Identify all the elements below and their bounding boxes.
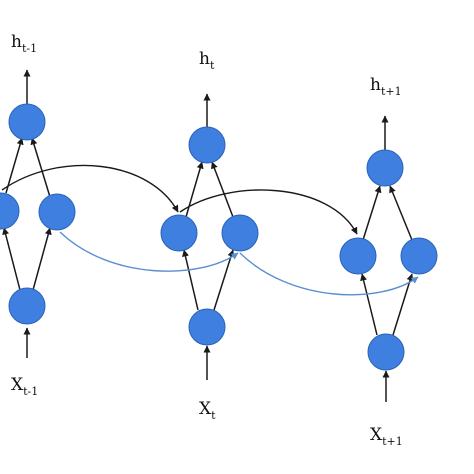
recurrent-arrow-blue-t-to-t-plus-1 <box>239 252 419 296</box>
node-gate-right-t-minus-1 <box>38 193 76 231</box>
label-h-t-minus-1: ht-1 <box>11 32 37 55</box>
arrow-gate-right-to-top-t-plus-1 <box>389 185 413 241</box>
arrow-gate-right-to-top-t-minus-1 <box>30 137 51 198</box>
node-top-t-plus-1 <box>366 149 404 187</box>
label-x-t-plus-1: Xt+1 <box>370 425 403 448</box>
recurrent-arrow-black-t-minus-1-to-t <box>1 164 179 213</box>
node-gate-right-t <box>221 214 259 252</box>
node-gate-left-t-minus-1 <box>0 192 20 230</box>
timestep-t: ht Xt <box>160 49 259 422</box>
recurrent-arrow-blue-t-minus-1-to-t <box>59 231 239 272</box>
node-input-t-minus-1 <box>8 287 46 325</box>
label-h-t: ht <box>199 49 215 72</box>
arrow-gate-left-to-top-t-minus-1 <box>5 137 24 194</box>
arrow-gate-left-to-top-t-plus-1 <box>362 185 382 241</box>
arrow-x-to-gate-right-t-plus-1 <box>392 273 414 336</box>
arrow-gate-right-to-top-t <box>211 161 234 218</box>
timestep-t-minus-1: ht-1 Xt-1 <box>0 32 76 398</box>
label-x-t-minus-1: Xt-1 <box>11 375 38 398</box>
arrow-x-to-gate-left-t-minus-1 <box>2 227 21 291</box>
arrow-x-to-gate-right-t-minus-1 <box>32 227 52 291</box>
node-input-t <box>188 308 226 346</box>
recurrent-arrow-black-t-to-t-plus-1 <box>179 189 358 235</box>
label-x-t: Xt <box>199 399 216 422</box>
node-input-t-plus-1 <box>367 333 405 371</box>
arrow-x-to-gate-right-t <box>213 249 235 311</box>
node-top-t-minus-1 <box>8 103 46 141</box>
arrow-gate-left-to-top-t <box>185 161 204 218</box>
arrow-x-to-gate-left-t-plus-1 <box>360 273 378 336</box>
node-gate-left-t-plus-1 <box>339 237 377 275</box>
timestep-t-plus-1: ht+1 Xt+1 <box>339 75 438 448</box>
node-top-t <box>188 126 226 164</box>
node-gate-right-t-plus-1 <box>400 237 438 275</box>
node-gate-left-t <box>160 214 198 252</box>
arrow-x-to-gate-left-t <box>182 249 199 311</box>
label-h-t-plus-1: ht+1 <box>370 75 402 98</box>
